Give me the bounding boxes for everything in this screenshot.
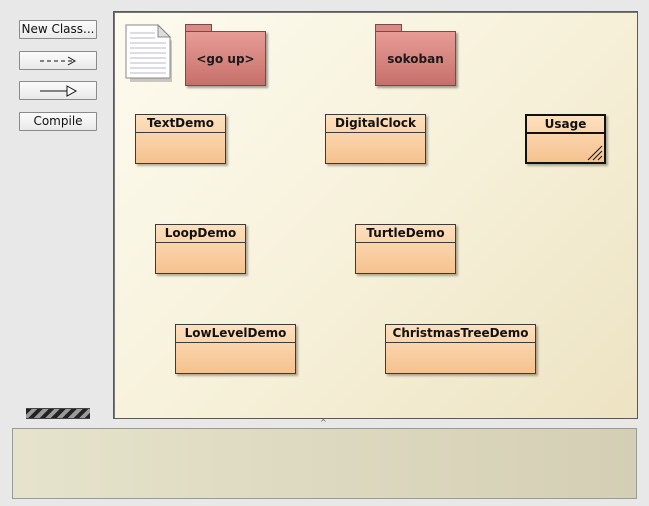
class-name: TextDemo [136,115,225,133]
class-loopdemo[interactable]: LoopDemo [155,224,246,274]
class-name: LoopDemo [156,225,245,243]
class-name: ChristmasTreeDemo [386,325,535,343]
class-diagram-canvas[interactable]: <go up> sokoban TextDemo DigitalClock Us… [113,11,638,419]
hollow-arrow-icon [40,85,78,97]
package-label: sokoban [375,31,456,86]
class-name: Usage [527,116,604,134]
dashed-arrow-icon [40,56,77,66]
compile-button[interactable]: Compile [19,112,97,131]
message-area [12,428,637,499]
new-class-button[interactable]: New Class... [19,20,97,39]
class-name: DigitalClock [326,115,425,133]
class-name: TurtleDemo [356,225,455,243]
class-christmastreedemo[interactable]: ChristmasTreeDemo [385,324,536,374]
splitter-grip-icon[interactable]: ^ [320,418,327,427]
resize-handle-icon[interactable] [585,143,603,161]
class-textdemo[interactable]: TextDemo [135,114,226,164]
class-digitalclock[interactable]: DigitalClock [325,114,426,164]
folder-tab [185,24,212,32]
package-go-up[interactable]: <go up> [185,24,266,86]
inherits-arrow-button[interactable] [19,81,97,100]
package-label: <go up> [185,31,266,86]
class-turtledemo[interactable]: TurtleDemo [355,224,456,274]
package-sokoban[interactable]: sokoban [375,24,456,86]
class-name: LowLevelDemo [176,325,295,343]
activity-indicator [26,408,90,419]
class-usage[interactable]: Usage [525,114,606,164]
folder-tab [375,24,402,32]
class-lowleveldemo[interactable]: LowLevelDemo [175,324,296,374]
document-icon[interactable] [125,24,173,82]
uses-arrow-button[interactable] [19,51,97,70]
